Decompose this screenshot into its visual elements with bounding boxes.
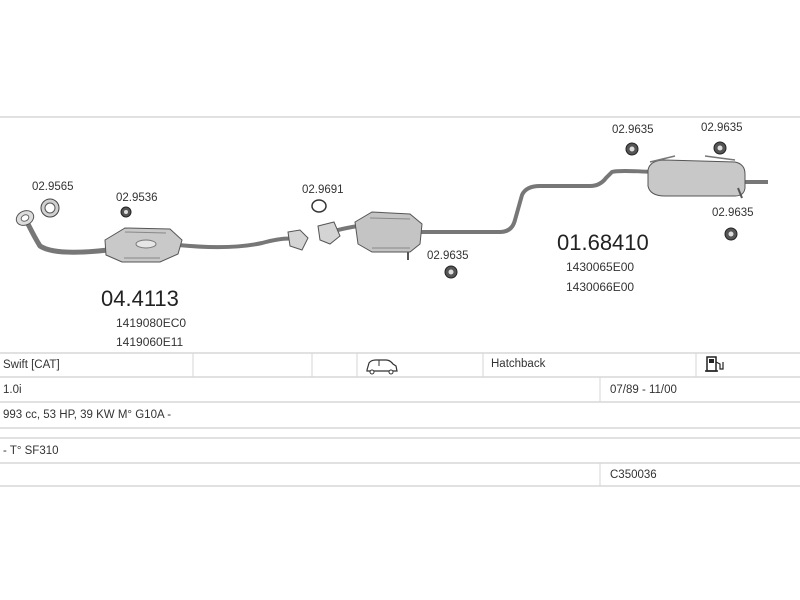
label-hanger-02-9635-top-right: 02.9635	[701, 122, 743, 134]
joint-flange-1	[287, 229, 309, 251]
label-clamp-02-9536: 02.9536	[116, 192, 158, 204]
hanger-02-9635-right	[724, 227, 738, 241]
reference-code: C350036	[610, 469, 657, 481]
body-type: Hatchback	[491, 358, 546, 370]
fuel-pump-icon	[705, 356, 724, 372]
label-hanger-02-9635-right: 02.9635	[712, 207, 754, 219]
rear-oem-1: 1430065E00	[566, 260, 634, 274]
front-assembly-code: 04.4113	[101, 286, 179, 311]
front-oem-2: 1419060E11	[116, 335, 184, 349]
vehicle-info-table: Swift [CAT] Hatchback 1.0i 07/89 - 11/00…	[0, 352, 800, 487]
engine-specs: 993 cc, 53 HP, 39 KW M° G10A -	[3, 409, 171, 421]
label-gasket-02-9691: 02.9691	[302, 184, 344, 196]
hanger-02-9635-mid	[444, 265, 458, 279]
gasket-02-9691	[311, 199, 327, 213]
label-hanger-02-9635-mid: 02.9635	[427, 250, 469, 262]
joint-flange-2	[317, 221, 341, 245]
rear-oem-2: 1430066E00	[566, 280, 634, 294]
hanger-02-9635-top-right	[713, 141, 727, 155]
rear-silencer	[647, 155, 746, 199]
production-years: 07/89 - 11/00	[610, 384, 677, 396]
rear-assembly-code: 01.68410	[557, 230, 649, 255]
catalytic-converter-mid	[354, 211, 423, 260]
model-name: Swift [CAT]	[3, 359, 60, 371]
label-hanger-02-9635-top-left: 02.9635	[612, 124, 654, 136]
front-oem-1: 1419080EC0	[116, 316, 186, 330]
gearbox-info: - T° SF310	[3, 445, 59, 457]
label-clamp-02-9565: 02.9565	[32, 181, 74, 193]
catalytic-converter-front	[104, 227, 183, 263]
hanger-02-9635-top-left	[625, 142, 639, 156]
clamp-02-9565	[40, 198, 60, 218]
clamp-02-9536	[120, 206, 132, 218]
front-flange	[15, 210, 35, 226]
car-side-icon	[366, 359, 398, 375]
engine-name: 1.0i	[3, 384, 22, 396]
